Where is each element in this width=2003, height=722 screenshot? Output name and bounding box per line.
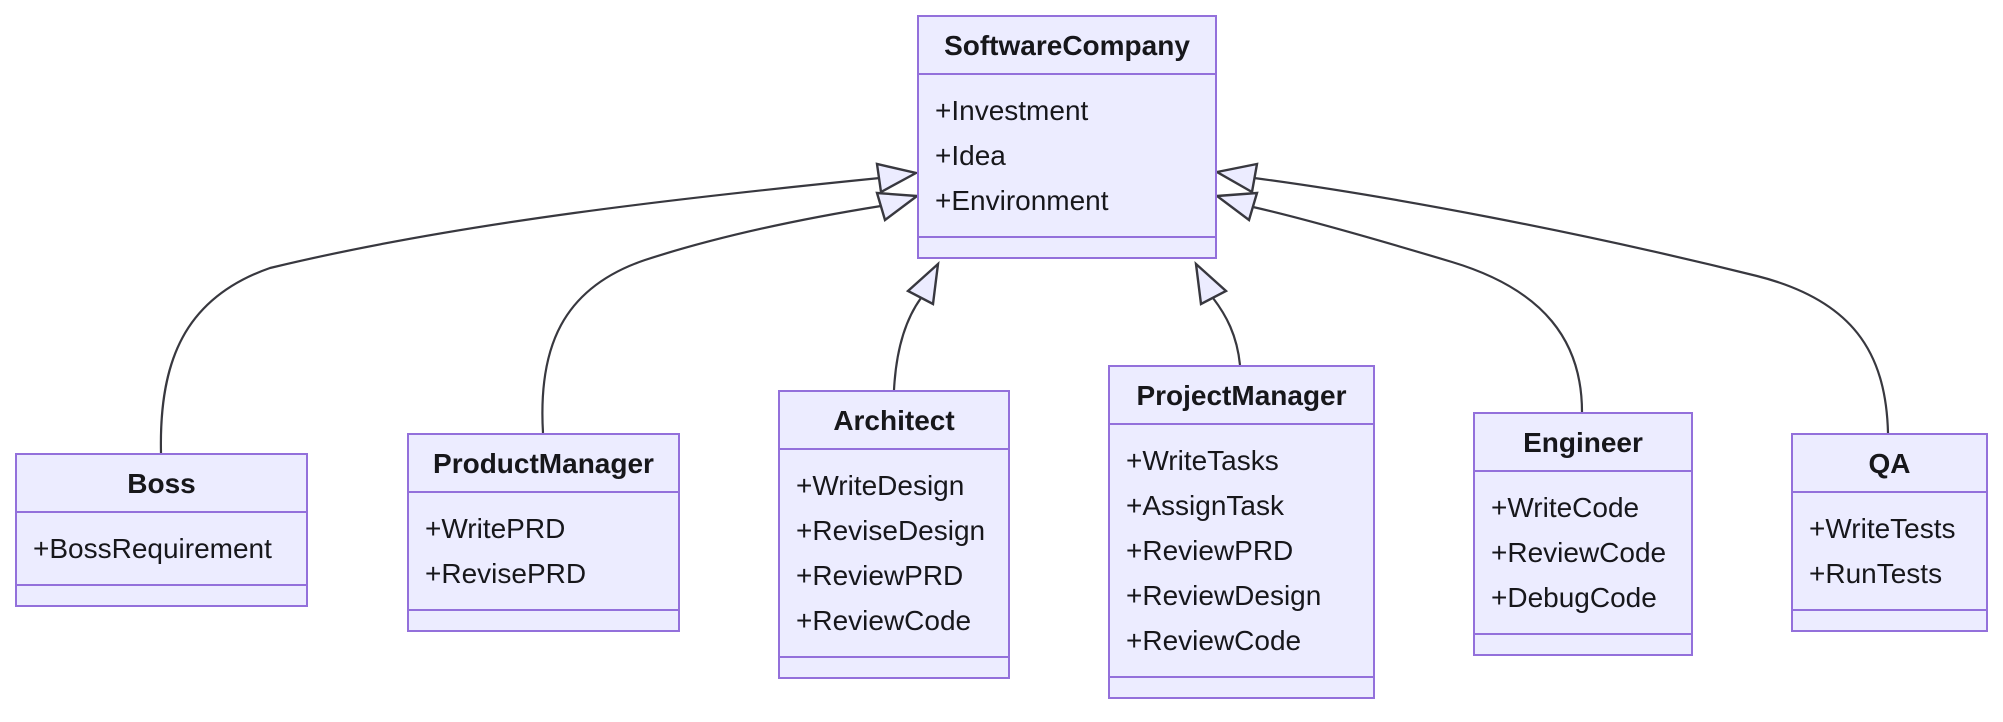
- class-attributes: +Investment +Idea +Environment: [919, 75, 1215, 238]
- class-softwarecompany: SoftwareCompany +Investment +Idea +Envir…: [917, 15, 1217, 259]
- inheritance-arrowhead-icon: [1194, 260, 1229, 306]
- class-methods-empty: [17, 586, 306, 605]
- class-title: ProductManager: [409, 435, 678, 493]
- class-productmanager: ProductManager +WritePRD +RevisePRD: [407, 433, 680, 632]
- class-attribute: +Environment: [935, 185, 1109, 216]
- class-attribute: +ReviewPRD: [796, 560, 964, 591]
- class-methods-empty: [919, 238, 1215, 257]
- inheritance-edge-engineer: [1252, 205, 1584, 413]
- class-attribute: +WriteCode: [1491, 492, 1640, 523]
- class-title: ProjectManager: [1110, 367, 1373, 425]
- class-methods-empty: [1110, 678, 1373, 697]
- inheritance-arrowhead-icon: [905, 260, 940, 306]
- class-attribute: +DebugCode: [1491, 582, 1657, 613]
- class-attribute: +BossRequirement: [33, 533, 272, 564]
- inheritance-edge-boss: [159, 176, 881, 454]
- class-attributes: +WriteCode +ReviewCode +DebugCode: [1475, 472, 1691, 635]
- class-qa: QA +WriteTests +RunTests: [1791, 433, 1988, 632]
- class-attribute: +RevisePRD: [425, 558, 587, 589]
- class-attribute: +ReviseDesign: [796, 515, 986, 546]
- class-title: Engineer: [1475, 414, 1691, 472]
- class-attribute: +Investment: [935, 95, 1089, 126]
- class-methods-empty: [409, 611, 678, 630]
- class-attributes: +WritePRD +RevisePRD: [409, 493, 678, 611]
- class-methods-empty: [1793, 611, 1986, 630]
- class-attribute: +WritePRD: [425, 513, 566, 544]
- inheritance-arrowhead-icon: [875, 191, 921, 222]
- class-engineer: Engineer +WriteCode +ReviewCode +DebugCo…: [1473, 412, 1693, 656]
- class-attribute: +AssignTask: [1126, 490, 1284, 521]
- inheritance-arrowhead-icon: [1213, 162, 1259, 194]
- class-attribute: +WriteDesign: [796, 470, 965, 501]
- class-title: Architect: [780, 392, 1008, 450]
- class-attribute: +Idea: [935, 140, 1006, 171]
- class-attribute: +ReviewCode: [796, 605, 972, 636]
- class-attributes: +WriteDesign +ReviseDesign +ReviewPRD +R…: [780, 450, 1008, 658]
- class-projectmanager: ProjectManager +WriteTasks +AssignTask +…: [1108, 365, 1375, 699]
- class-architect: Architect +WriteDesign +ReviseDesign +Re…: [778, 390, 1010, 679]
- inheritance-edge-projectmanager: [1212, 297, 1242, 366]
- inheritance-arrowhead-icon: [875, 162, 920, 194]
- class-attributes: +WriteTests +RunTests: [1793, 493, 1986, 611]
- class-attribute: +RunTests: [1809, 558, 1943, 589]
- class-attribute: +ReviewDesign: [1126, 580, 1322, 611]
- class-methods-empty: [780, 658, 1008, 677]
- class-attribute: +ReviewPRD: [1126, 535, 1294, 566]
- class-attribute: +ReviewCode: [1491, 537, 1667, 568]
- inheritance-arrowhead-icon: [1213, 191, 1259, 222]
- class-attribute: +WriteTests: [1809, 513, 1956, 544]
- class-attribute: +WriteTasks: [1126, 445, 1279, 476]
- inheritance-edge-architect: [892, 297, 922, 391]
- class-attributes: +BossRequirement: [17, 513, 306, 586]
- class-boss: Boss +BossRequirement: [15, 453, 308, 607]
- inheritance-edge-qa: [1253, 176, 1890, 434]
- class-attributes: +WriteTasks +AssignTask +ReviewPRD +Revi…: [1110, 425, 1373, 678]
- class-methods-empty: [1475, 635, 1691, 654]
- class-title: SoftwareCompany: [919, 17, 1215, 75]
- inheritance-edge-productmanager: [541, 204, 882, 434]
- class-attribute: +ReviewCode: [1126, 625, 1302, 656]
- class-title: Boss: [17, 455, 306, 513]
- class-title: QA: [1793, 435, 1986, 493]
